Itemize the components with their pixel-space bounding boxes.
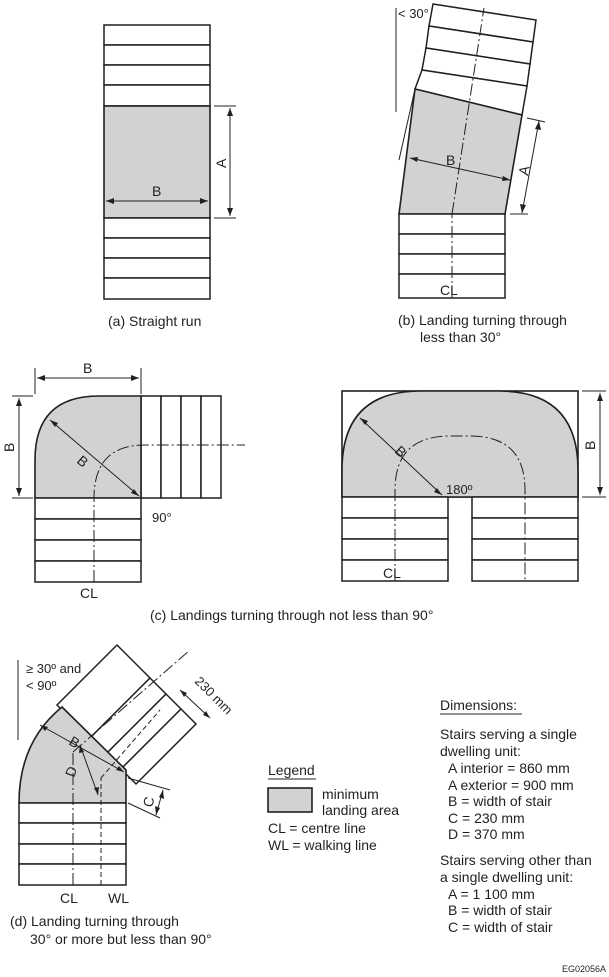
figure-b-landing-under-30: < 30° B A CL (b) Landing turning through… <box>395 3 567 345</box>
figure-a-label-a: A <box>213 158 229 168</box>
figure-b-angle: < 30° <box>398 6 429 21</box>
figure-b-caption-line2: less than 30° <box>420 329 501 345</box>
legend-title: Legend <box>268 762 315 778</box>
dimensions-single-item: B = width of stair <box>448 793 552 809</box>
figure-code: EG02056A <box>562 964 606 974</box>
dimensions-other-item: A = 1 100 mm <box>448 886 535 902</box>
figure-d-caption-line2: 30° or more but less than 90° <box>30 931 212 947</box>
figure-a-caption: (a) Straight run <box>108 313 201 329</box>
figure-c-left-label-b-side: B <box>1 443 17 452</box>
figure-d-label-wl: WL <box>108 890 129 906</box>
figure-c-right-landing-area <box>341 390 579 498</box>
figure-a-landing-area <box>103 105 211 219</box>
dimensions-other-line2: a single dwelling unit: <box>440 869 573 885</box>
dimensions-other-item: B = width of stair <box>448 902 552 918</box>
figure-b-label-a: A <box>515 164 532 177</box>
figure-c-right-180: B 180º B CL <box>341 390 606 582</box>
figure-c-left-angle: 90° <box>152 510 172 525</box>
figure-b-label-b: B <box>446 152 455 168</box>
figure-c-right-label-b-side: B <box>582 441 598 450</box>
dimensions-single-item: D = 370 mm <box>448 826 525 842</box>
dimensions-single-item: A exterior = 900 mm <box>448 777 574 793</box>
dimensions-other-item: C = width of stair <box>448 919 553 935</box>
legend-swatch-line2: landing area <box>322 802 399 818</box>
figure-d-tread-dim: 230 mm <box>192 674 236 718</box>
dimensions-title: Dimensions: <box>440 697 517 713</box>
dimensions-other-line1: Stairs serving other than <box>440 852 592 868</box>
figure-c-left-label-b-top: B <box>83 360 92 376</box>
dimensions-single-line2: dwelling unit: <box>440 743 521 759</box>
legend: Legend minimum landing area CL = centre … <box>267 762 399 853</box>
figure-d-label-c: C <box>139 795 157 809</box>
dimensions-panel: Dimensions: Stairs serving a single dwel… <box>440 697 592 935</box>
figure-d-landing-30-to-90: ≥ 30º and < 90º 230 mm B D <box>10 643 236 947</box>
figure-b-caption-line1: (b) Landing turning through <box>398 312 567 328</box>
figure-d-angle-line1: ≥ 30º and <box>26 661 81 676</box>
legend-wl: WL = walking line <box>268 837 377 853</box>
figure-a-label-b: B <box>152 183 161 199</box>
dimensions-single-line1: Stairs serving a single <box>440 726 577 742</box>
figure-c-right-label-cl: CL <box>383 565 401 581</box>
figure-c-left-landing-area <box>34 395 142 499</box>
figure-b-label-cl: CL <box>440 282 458 298</box>
legend-swatch-line1: minimum <box>322 786 379 802</box>
legend-cl: CL = centre line <box>268 820 366 836</box>
figure-c-caption: (c) Landings turning through not less th… <box>150 607 433 623</box>
dimensions-single-item: A interior = 860 mm <box>448 760 570 776</box>
figure-c-left-label-cl: CL <box>80 585 98 601</box>
figure-d-label-cl: CL <box>60 890 78 906</box>
figure-d-caption-line1: (d) Landing turning through <box>10 913 179 929</box>
dimensions-single-item: C = 230 mm <box>448 810 525 826</box>
figure-d-angle-line2: < 90º <box>26 678 57 693</box>
legend-swatch <box>267 787 313 813</box>
figure-c-left-90: B B B 90° CL <box>1 360 245 601</box>
figure-a-straight-run: B A (a) Straight run <box>103 24 236 329</box>
figure-c-right-angle: 180º <box>446 482 473 497</box>
